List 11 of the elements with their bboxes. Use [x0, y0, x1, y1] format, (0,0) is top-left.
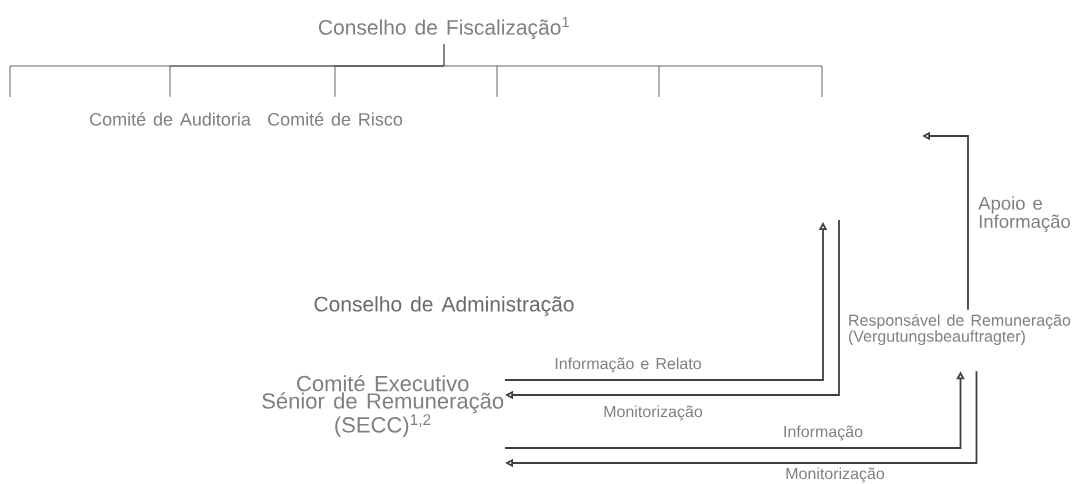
committee-label: Comité de Risco	[268, 112, 403, 126]
heading-text: Conselho de Fiscalização$^{1}$	[318, 16, 569, 40]
edge-label: Monitorização	[784, 466, 886, 484]
edge-label: Apoio e Informação	[977, 195, 1074, 233]
edge-label: Informação	[782, 424, 864, 442]
edge-label: Monitorização	[602, 404, 704, 422]
edge-label: Informação e Relato	[553, 356, 703, 374]
committee-label: Comité Executivo Sénior de Remuneração (SECC)$^{1,2}$	[262, 374, 504, 438]
role-label: Responsável de Remuneração (Vergutungsbeauftragter)	[849, 313, 1071, 346]
committee-label: Comité de Auditoria	[90, 112, 251, 126]
board-label: Conselho de Administração	[314, 296, 574, 316]
